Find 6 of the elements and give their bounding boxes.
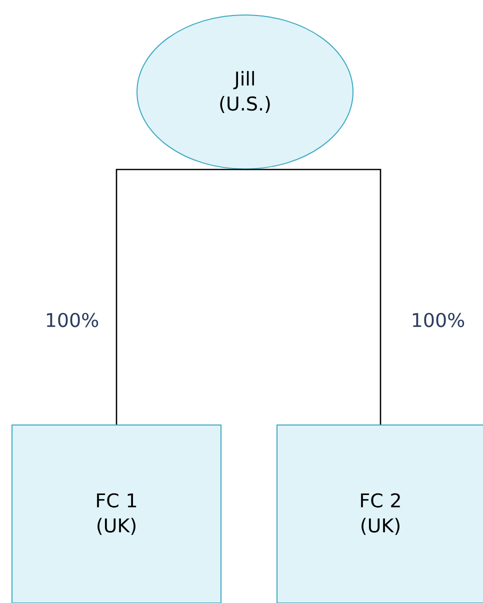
company-box: FC 2 (UK)	[276, 424, 483, 603]
connector-line	[116, 168, 245, 424]
edge-label: 100%	[46, 312, 98, 328]
connector-line	[245, 168, 382, 424]
company-box: FC 1 (UK)	[12, 424, 222, 603]
edge-label: 100%	[412, 312, 464, 328]
